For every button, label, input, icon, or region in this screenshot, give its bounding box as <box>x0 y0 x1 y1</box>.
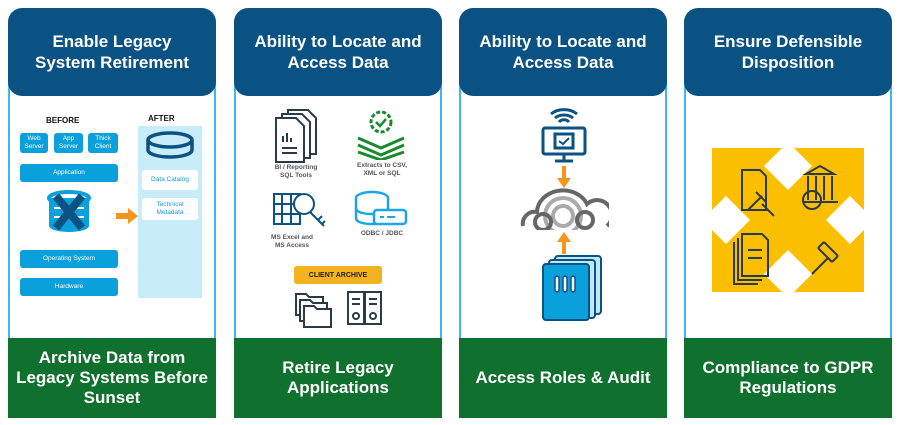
panel-locate-access: BI / Reporting SQL Tools Extracts to CSV… <box>234 8 442 418</box>
panel-footer: Retire Legacy Applications <box>234 338 442 418</box>
web-server-box: Web Server <box>20 133 48 153</box>
extracts-caption: Extracts to CSV, XML or SQL <box>357 162 407 177</box>
panel-title: Ability to Locate and Access Data <box>459 8 667 96</box>
operating-system-box: Operating System <box>20 250 118 268</box>
panel-body <box>684 78 892 340</box>
panel-title: Ensure Defensible Disposition <box>684 8 892 96</box>
ms-excel-caption: MS Excel and MS Access <box>271 234 313 249</box>
arrow-down-icon <box>557 166 571 188</box>
app-server-box: App Server <box>54 133 83 153</box>
database-icon <box>146 131 194 159</box>
file-cabinet-icon <box>542 255 602 321</box>
panel-body: BI / Reporting SQL Tools Extracts to CSV… <box>234 78 442 340</box>
application-box: Application <box>20 164 118 182</box>
after-label: AFTER <box>148 114 175 123</box>
folders-icon <box>295 293 332 328</box>
odbc-caption: ODBC / JDBC <box>360 230 404 237</box>
crossed-database-icon <box>47 190 91 232</box>
technical-metadata-box: Technical Metadata <box>142 198 198 220</box>
arrow-right-icon <box>116 208 138 224</box>
before-label: BEFORE <box>46 116 80 125</box>
bi-reporting-caption: BI / Reporting SQL Tools <box>274 164 318 179</box>
panel-body <box>459 78 667 340</box>
data-catalog-box: Data Catalog <box>142 170 198 190</box>
arrow-up-icon <box>557 232 571 254</box>
panel-legacy-retirement: BEFORE AFTER Web Server App Server Thick… <box>8 8 216 418</box>
panel-access-roles: Ability to Locate and Access Data Access… <box>459 8 667 418</box>
extract-layers-icon <box>357 110 405 160</box>
panel-footer: Compliance to GDPR Regulations <box>684 338 892 418</box>
reports-icon <box>275 109 317 163</box>
panel-title: Enable Legacy System Retirement <box>8 8 216 96</box>
odbc-database-icon <box>354 190 408 226</box>
after-area: Data Catalog Technical Metadata <box>138 126 202 298</box>
compliance-graphic <box>708 144 868 296</box>
server-cabinet-icon <box>347 291 382 325</box>
cloud-icon <box>520 188 609 230</box>
hardware-box: Hardware <box>20 278 118 296</box>
panel-body: BEFORE AFTER Web Server App Server Thick… <box>8 78 216 340</box>
client-archive-button[interactable]: CLIENT ARCHIVE <box>294 266 382 284</box>
panel-defensible-disposition: Ensure Defensible Disposition Compliance… <box>684 8 892 418</box>
thick-client-box: Thick Client <box>88 133 118 153</box>
panel-footer: Archive Data from Legacy Systems Before … <box>8 338 216 418</box>
monitor-wifi-icon <box>541 108 587 163</box>
panel-footer: Access Roles & Audit <box>459 338 667 418</box>
panel-title: Ability to Locate and Access Data <box>234 8 442 96</box>
excel-key-icon <box>273 193 326 227</box>
